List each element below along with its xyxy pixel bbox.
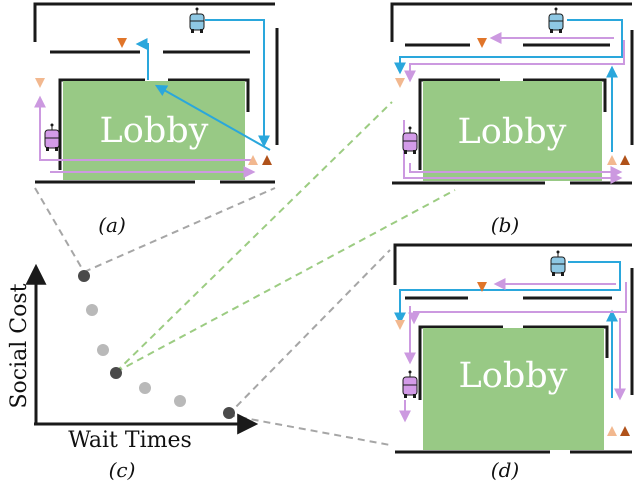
robot-icon	[189, 7, 205, 33]
gray-connector	[34, 187, 85, 273]
y-axis-label: Social Cost	[7, 283, 32, 408]
data-point	[223, 407, 235, 419]
panel-caption: (c)	[109, 458, 136, 482]
person-marker	[620, 426, 630, 436]
person-marker	[395, 78, 405, 88]
robot-icon	[550, 250, 566, 276]
data-point	[86, 304, 98, 316]
lobby-label: Lobby	[459, 356, 568, 396]
person-marker	[607, 426, 617, 436]
gray-connector	[83, 187, 276, 273]
gray-connector	[227, 249, 391, 416]
lobby-label: Lobby	[100, 111, 209, 151]
lobby-room	[423, 81, 602, 181]
person-marker	[477, 38, 487, 48]
gray-connector	[227, 414, 391, 446]
robot-icon	[548, 7, 564, 33]
green-connector	[115, 101, 393, 373]
person-marker	[607, 155, 617, 165]
panel-caption: (d)	[491, 458, 519, 482]
panel-caption: (b)	[491, 213, 519, 237]
person-marker	[477, 282, 487, 292]
connectors	[34, 101, 456, 446]
person-marker	[117, 38, 127, 48]
data-point	[110, 367, 122, 379]
person-marker	[262, 155, 272, 165]
floor-walls	[33, 2, 279, 184]
panel-caption: (a)	[98, 213, 126, 237]
blue-path	[135, 19, 271, 151]
data-point	[174, 395, 186, 407]
blue-path	[394, 261, 621, 398]
person-marker	[35, 78, 45, 88]
robot-icon	[402, 370, 418, 398]
purple-path	[34, 95, 256, 178]
data-point	[139, 382, 151, 394]
panel-d: Lobby	[393, 243, 634, 482]
robot-icon	[44, 123, 60, 151]
person-marker	[248, 155, 258, 165]
data-point	[97, 344, 109, 356]
data-point	[78, 270, 90, 282]
blue-path	[394, 19, 623, 152]
robot-icon	[402, 126, 418, 154]
green-connector	[115, 189, 456, 373]
person-marker	[620, 155, 630, 165]
panel-c: Social Cost Wait Times (c)	[7, 263, 259, 482]
floor-walls	[390, 2, 634, 185]
panel-b: Lobby	[390, 2, 634, 237]
purple-path	[399, 278, 627, 423]
person-marker	[395, 320, 405, 330]
lobby-room	[63, 81, 245, 180]
panel-a: Lobby (a)	[33, 2, 279, 237]
lobby-room	[423, 328, 604, 450]
x-axis-label: Wait Times	[68, 428, 192, 453]
floor-walls	[393, 243, 634, 454]
lobby-label: Lobby	[458, 112, 567, 152]
